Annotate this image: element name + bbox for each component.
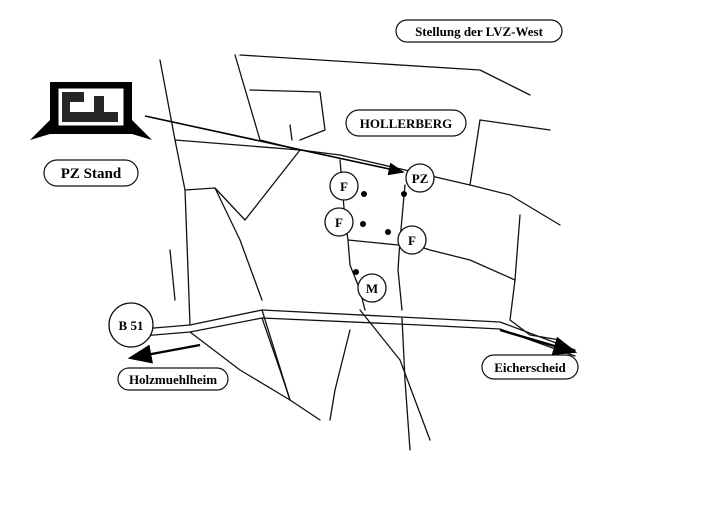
marker-m: M (357, 273, 387, 303)
east-destination-label: Eicherscheid (481, 354, 579, 380)
bunker-icon (30, 82, 152, 140)
hill-text: HOLLERBERG (360, 116, 452, 131)
road-label: B 51 (108, 302, 154, 348)
marker-pz: PZ (405, 163, 435, 193)
pz-stand-arrow (144, 115, 405, 176)
east-destination-text: Eicherscheid (494, 360, 566, 375)
marker-m-text: M (366, 281, 378, 296)
position-dots (353, 191, 407, 275)
east-arrow (499, 328, 578, 356)
west-destination-text: Holzmuehlheim (129, 372, 217, 387)
west-destination-label: Holzmuehlheim (117, 367, 229, 391)
marker-f3: F (397, 225, 427, 255)
west-arrow (127, 343, 201, 364)
pz-stand-text: PZ Stand (61, 166, 122, 182)
hill-label: HOLLERBERG (345, 109, 467, 137)
pz-stand-label: PZ Stand (43, 159, 139, 187)
marker-f2-text: F (335, 215, 343, 230)
marker-f1-text: F (340, 179, 348, 194)
title-label: Stellung der LVZ-West (395, 19, 563, 43)
road-text: B 51 (119, 318, 144, 333)
marker-f1: F (329, 171, 359, 201)
marker-pz-text: PZ (412, 171, 429, 186)
title-text: Stellung der LVZ-West (415, 24, 544, 39)
marker-f2: F (324, 207, 354, 237)
marker-f3-text: F (408, 233, 416, 248)
